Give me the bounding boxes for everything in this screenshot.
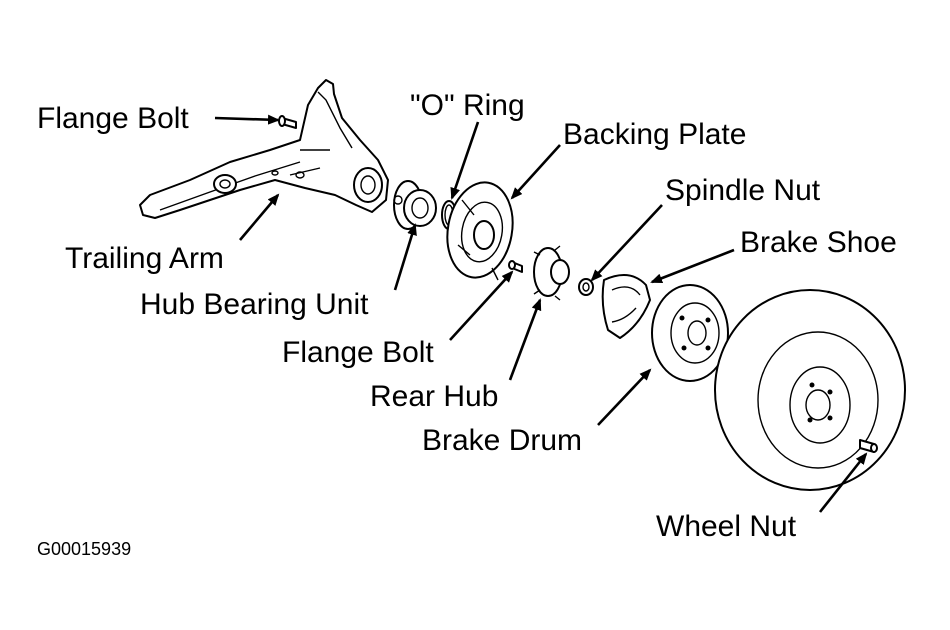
- arrow-hub-bearing-unit: [393, 223, 417, 291]
- wheel-nut-part: [859, 439, 878, 453]
- label-hub-bearing-unit: Hub Bearing Unit: [140, 288, 369, 321]
- rear-hub-part: [533, 245, 570, 301]
- label-flange-bolt-top: Flange Bolt: [37, 102, 189, 135]
- spindle-nut-part: [578, 278, 594, 296]
- figure-id: G00015939: [37, 539, 131, 559]
- label-trailing-arm: Trailing Arm: [65, 242, 224, 275]
- brake-shoe-part: [601, 274, 651, 339]
- label-flange-bolt-lower: Flange Bolt: [282, 336, 434, 369]
- arrow-flange-bolt-lower: [449, 270, 514, 341]
- arrow-brake-shoe: [650, 248, 735, 284]
- trailing-arm-part: [139, 79, 389, 219]
- brake-drum-part: [651, 284, 729, 382]
- flange-bolt-top-part: [278, 115, 297, 129]
- arrow-brake-drum: [597, 368, 652, 426]
- wheel-tire-part: [714, 289, 906, 491]
- arrow-spindle-nut: [590, 204, 663, 282]
- label-backing-plate: Backing Plate: [563, 118, 746, 151]
- hub-bearing-unit-part: [393, 180, 437, 230]
- label-rear-hub: Rear Hub: [370, 380, 498, 413]
- backing-plate-part: [446, 181, 514, 281]
- arrow-trailing-arm: [239, 193, 280, 241]
- arrow-o-ring: [450, 121, 480, 200]
- arrow-flange-bolt-top: [214, 114, 280, 125]
- label-wheel-nut: Wheel Nut: [656, 510, 797, 543]
- arrow-wheel-nut: [818, 452, 868, 513]
- arrow-backing-plate: [510, 144, 561, 200]
- flange-bolt-lower-part: [508, 260, 523, 273]
- arrow-rear-hub: [508, 298, 542, 381]
- label-spindle-nut: Spindle Nut: [665, 174, 821, 207]
- label-brake-drum: Brake Drum: [422, 424, 582, 457]
- label-o-ring: "O" Ring: [410, 89, 525, 122]
- label-brake-shoe: Brake Shoe: [740, 226, 897, 259]
